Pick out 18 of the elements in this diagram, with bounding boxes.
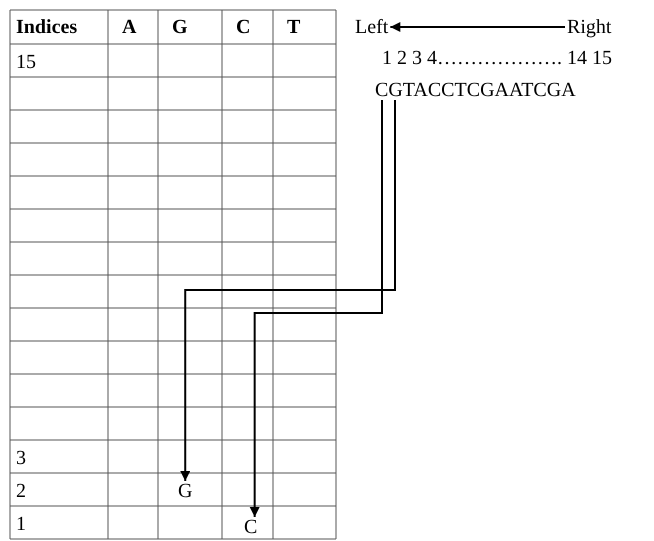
- dna-sequence: CGTACCTCGAATCGA: [375, 80, 576, 100]
- connector-arrow: [250, 100, 383, 517]
- direction-word: Right: [567, 17, 612, 37]
- index-number: 3: [16, 448, 26, 468]
- arrow: [390, 22, 565, 32]
- base-letter: G: [178, 481, 192, 501]
- column-header: T: [287, 17, 300, 37]
- position-numbers: 1 2 3 4………………. 14 15: [382, 48, 612, 68]
- base-letter: C: [244, 517, 258, 537]
- column-header: G: [172, 17, 188, 37]
- index-number: 1: [16, 514, 26, 534]
- direction-word: Left: [355, 17, 388, 37]
- column-header: A: [122, 17, 136, 37]
- index-number: 2: [16, 481, 26, 501]
- column-header: Indices: [16, 17, 78, 37]
- connector-arrow: [180, 100, 396, 481]
- column-header: C: [236, 17, 250, 37]
- index-number: 15: [16, 52, 36, 72]
